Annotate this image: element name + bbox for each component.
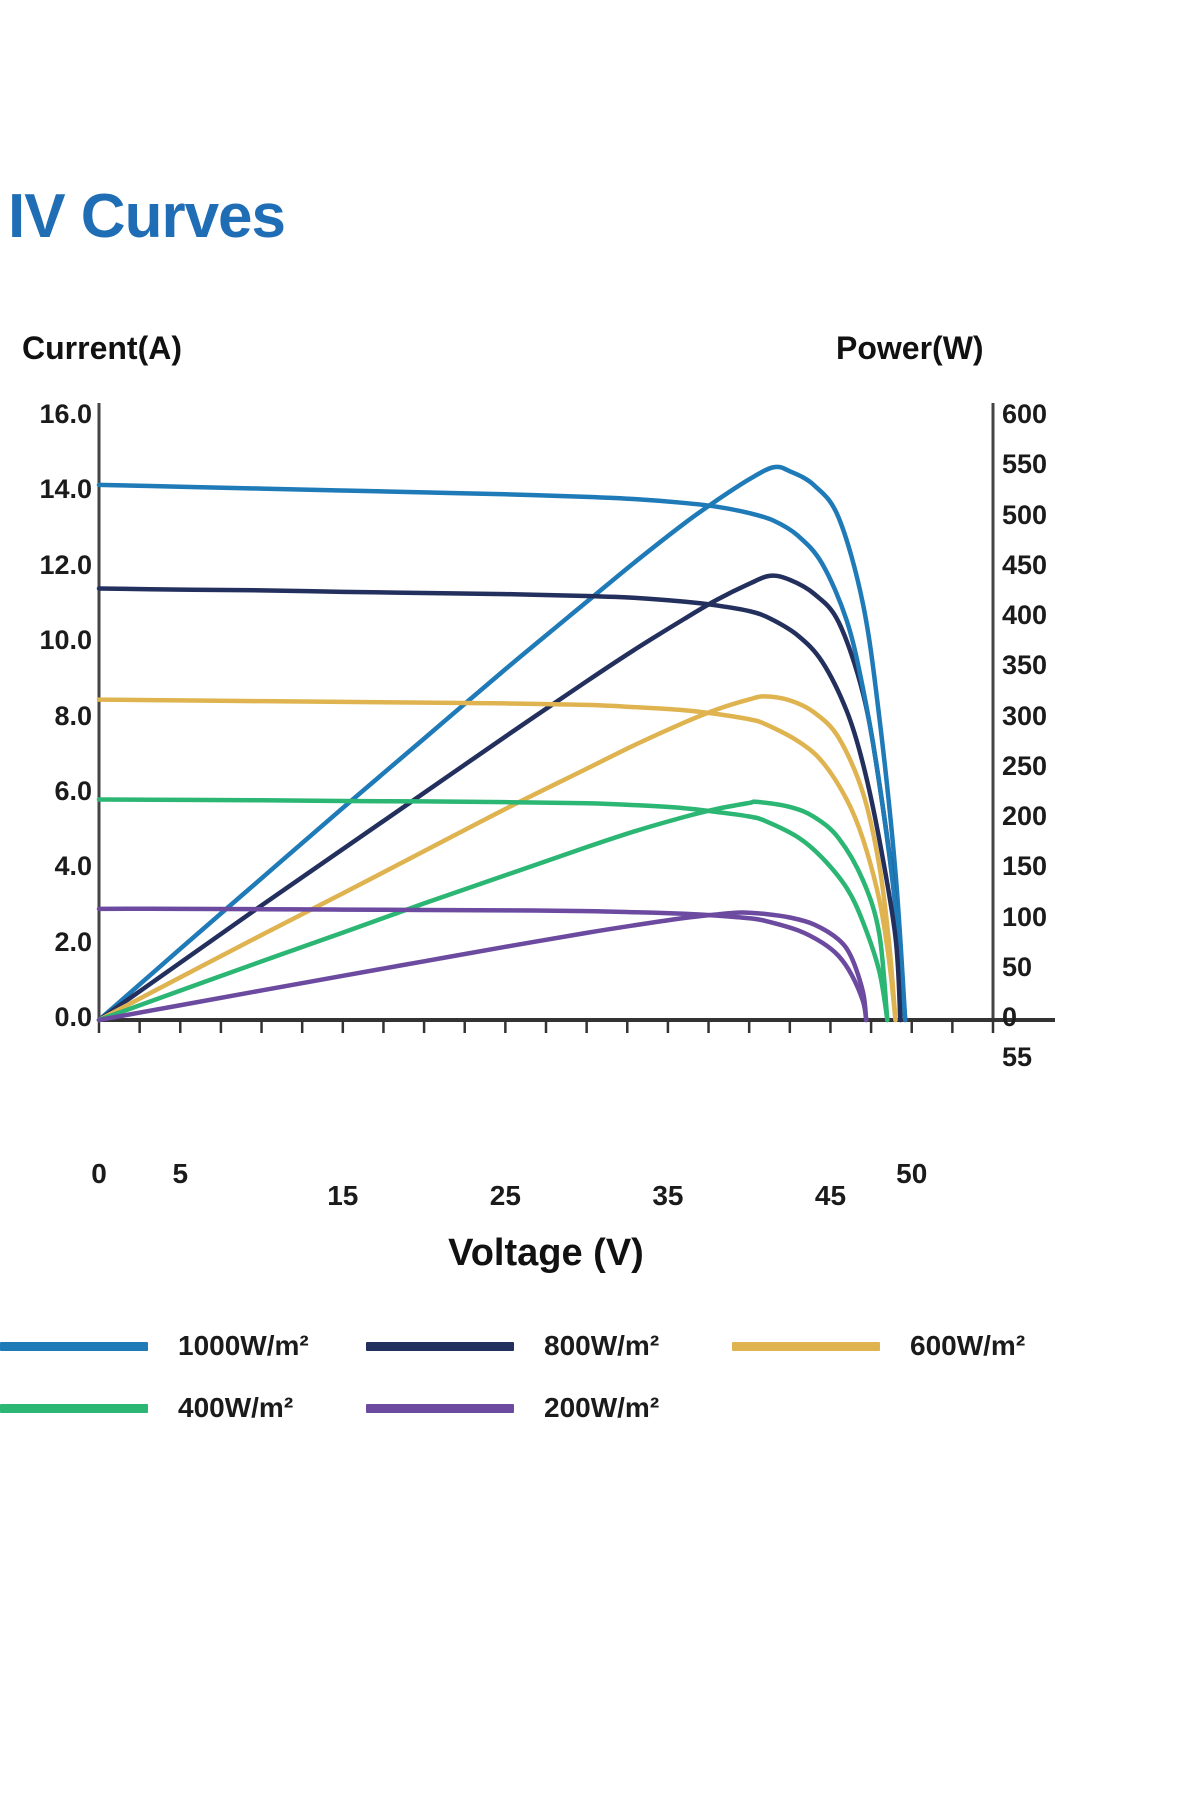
y-axis-left-tick-label: 6.0 <box>54 775 92 806</box>
legend-row: 1000W/m² 800W/m² 600W/m² <box>0 1330 1160 1362</box>
legend-swatch-icon <box>732 1341 880 1351</box>
iv-curve-1 <box>96 586 903 1023</box>
curves-group <box>96 464 908 1023</box>
y-axis-right-tick-label: 250 <box>1002 750 1048 781</box>
x-axis-title: Voltage (V) <box>448 1232 644 1274</box>
legend-swatch-icon <box>0 1403 148 1413</box>
x-axis-tick-label: 25 <box>489 1180 521 1211</box>
y-axis-left-tick-label: 14.0 <box>39 474 92 505</box>
pv-curve-4 <box>96 910 869 1023</box>
legend-swatch-icon <box>0 1341 148 1351</box>
y-axis-left-title: Current(A) <box>22 330 182 366</box>
y-axis-left-tick-label: 12.0 <box>39 549 92 580</box>
pv-curve-0 <box>96 464 908 1023</box>
legend-label: 400W/m² <box>178 1392 294 1423</box>
pv-curve-1 <box>96 573 903 1023</box>
y-axis-right-tick-label: 550 <box>1002 449 1048 480</box>
iv-curve-4 <box>96 906 869 1023</box>
legend-item[interactable]: 1000W/m² <box>0 1330 366 1362</box>
legend-row: 400W/m² 200W/m² <box>0 1392 1160 1424</box>
x-axis-tick-label: 0 <box>91 1158 107 1189</box>
y-axis-left-tick-label: 8.0 <box>54 700 92 731</box>
legend-swatch-icon <box>366 1341 514 1351</box>
legend-item[interactable]: 200W/m² <box>366 1392 732 1424</box>
legend-label: 1000W/m² <box>178 1330 309 1361</box>
iv-curve-0 <box>96 482 908 1023</box>
iv-curve-3 <box>96 797 890 1023</box>
y-axis-right-tick-label: 0 <box>1002 1002 1018 1032</box>
legend-swatch-icon <box>366 1403 514 1413</box>
y-axis-right-tick-label: 100 <box>1002 901 1048 932</box>
x-axis-tick-label-55: 55 <box>1002 1042 1033 1072</box>
legend-item[interactable]: 400W/m² <box>0 1392 366 1424</box>
legend-label: 800W/m² <box>544 1330 660 1361</box>
y-axis-right-tick-label: 50 <box>1002 951 1033 982</box>
y-axis-left-tick-label: 16.0 <box>39 399 92 429</box>
y-axis-right-tick-label: 450 <box>1002 549 1048 580</box>
y-axis-left-tick-label: 2.0 <box>54 926 92 957</box>
page-title: IV Curves <box>8 182 286 251</box>
y-axis-left-tick-label: 0.0 <box>54 1002 92 1032</box>
pv-curve-3 <box>96 799 890 1023</box>
iv-curves-plot <box>96 403 1055 1033</box>
legend-item[interactable]: 800W/m² <box>366 1330 732 1362</box>
y-axis-left-tick-label: 4.0 <box>54 851 92 882</box>
y-axis-left-ticks: 16.0 14.0 12.0 10.0 8.0 6.0 4.0 2.0 0.0 <box>0 395 92 1045</box>
legend-item[interactable]: 600W/m² <box>732 1330 1098 1362</box>
y-axis-right-tick-label: 200 <box>1002 801 1048 831</box>
chart-legend: 1000W/m² 800W/m² 600W/m² 400W/m² 200W/m² <box>0 1330 1160 1454</box>
legend-label: 200W/m² <box>544 1392 660 1423</box>
y-axis-right-tick-label: 350 <box>1002 650 1048 681</box>
y-axis-right-tick-label: 150 <box>1002 851 1048 882</box>
x-axis-tick-label: 15 <box>327 1180 359 1211</box>
x-axis-tick-label: 45 <box>814 1180 847 1211</box>
x-axis-ticks: 0 5 15 25 35 45 50 <box>0 1158 1200 1228</box>
y-axis-right-tick-label: 500 <box>1002 499 1048 530</box>
y-axis-left-tick-label: 10.0 <box>39 625 92 656</box>
iv-curve-2 <box>96 697 898 1023</box>
x-axis-tick-label: 5 <box>172 1158 189 1189</box>
y-axis-right-title: Power(W) <box>836 330 984 366</box>
x-axis-tick-label: 50 <box>896 1158 928 1189</box>
y-axis-right-tick-label: 600 <box>1002 399 1048 429</box>
x-axis-tick-label: 35 <box>652 1180 684 1211</box>
y-axis-right-tick-label: 400 <box>1002 600 1048 630</box>
y-axis-right-tick-label: 300 <box>1002 700 1048 731</box>
legend-label: 600W/m² <box>910 1330 1026 1361</box>
